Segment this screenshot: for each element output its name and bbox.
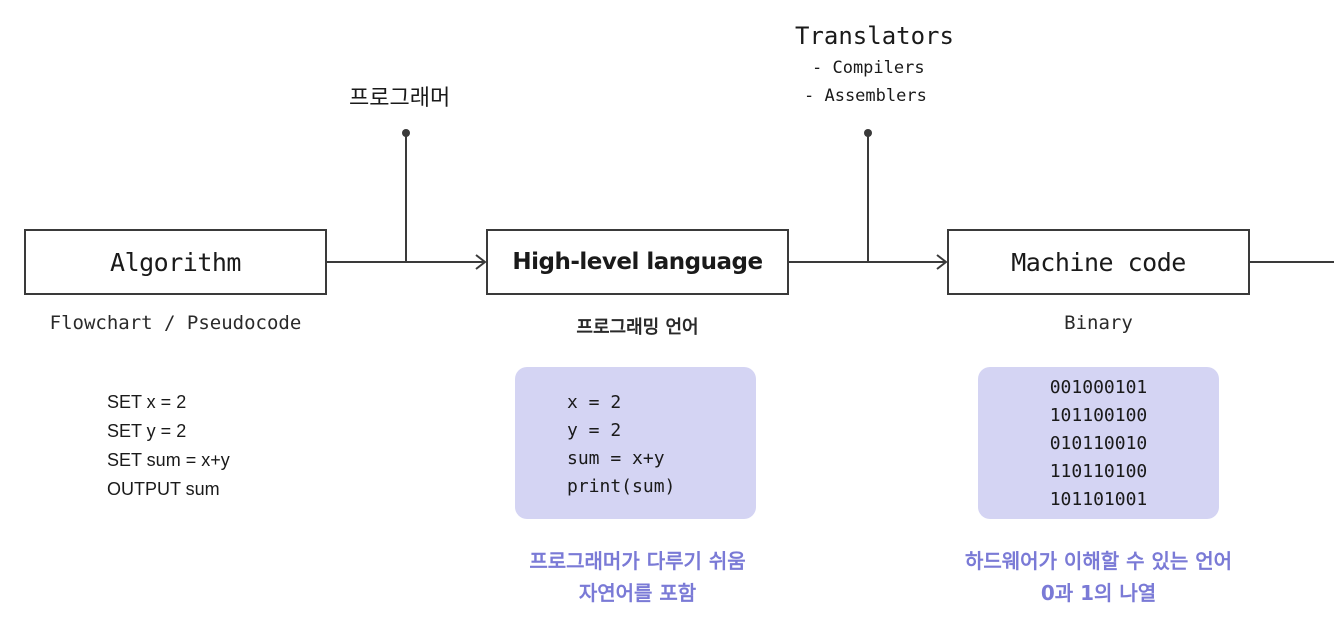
- algorithm-subtitle: Flowchart / Pseudocode: [49, 312, 302, 334]
- binary-code-card: 001000101 101100100 010110010 110110100 …: [978, 367, 1219, 519]
- machine-note: 하드웨어가 이해할 수 있는 언어 0과 1의 나열: [917, 545, 1280, 609]
- translators-item-compilers: - Compilers: [812, 58, 925, 78]
- translators-title: Translators: [795, 22, 954, 50]
- pseudocode-line: SET x = 2: [107, 392, 187, 412]
- translators-dot: [864, 129, 872, 137]
- programmer-dot: [402, 129, 410, 137]
- pseudocode-line: SET y = 2: [107, 421, 187, 441]
- translators-item-assemblers: - Assemblers: [804, 86, 927, 106]
- code-line: sum = x+y: [567, 448, 665, 469]
- pseudocode-line: OUTPUT sum: [107, 479, 220, 499]
- code-line: print(sum): [567, 476, 676, 497]
- arrowhead-highlevel: [475, 254, 487, 270]
- high-level-subtitle: 프로그래밍 언어: [576, 317, 699, 338]
- algorithm-label: Algorithm: [110, 247, 241, 277]
- arrowhead-machine: [936, 254, 948, 270]
- high-level-language-box: High-level language: [486, 229, 789, 295]
- high-level-note-line: 프로그래머가 다루기 쉬움: [529, 549, 746, 573]
- algorithm-box: Algorithm: [24, 229, 327, 295]
- binary-line: 001000101: [1049, 377, 1148, 398]
- pseudocode-line: SET sum = x+y: [107, 450, 230, 470]
- high-level-note-line: 자연어를 포함: [578, 581, 697, 605]
- pseudocode-block: SET x = 2 SET y = 2 SET sum = x+y OUTPUT…: [107, 388, 230, 504]
- high-level-language-label: High-level language: [512, 249, 763, 275]
- machine-code-box: Machine code: [947, 229, 1250, 295]
- programmer-label: 프로그래머: [349, 86, 451, 111]
- machine-code-subtitle: Binary: [1064, 312, 1133, 334]
- binary-line: 101101001: [1049, 489, 1148, 510]
- machine-code-label: Machine code: [1011, 247, 1186, 277]
- machine-note-line: 하드웨어가 이해할 수 있는 언어: [964, 549, 1233, 573]
- code-line: x = 2: [567, 392, 622, 413]
- binary-line: 101100100: [1049, 405, 1148, 426]
- machine-note-line: 0과 1의 나열: [1040, 581, 1157, 605]
- binary-line: 110110100: [1049, 461, 1148, 482]
- code-line: y = 2: [567, 420, 622, 441]
- high-level-note: 프로그래머가 다루기 쉬움 자연어를 포함: [486, 545, 789, 609]
- binary-line: 010110010: [1049, 433, 1148, 454]
- high-level-code-card: x = 2 y = 2 sum = x+y print(sum): [515, 367, 756, 519]
